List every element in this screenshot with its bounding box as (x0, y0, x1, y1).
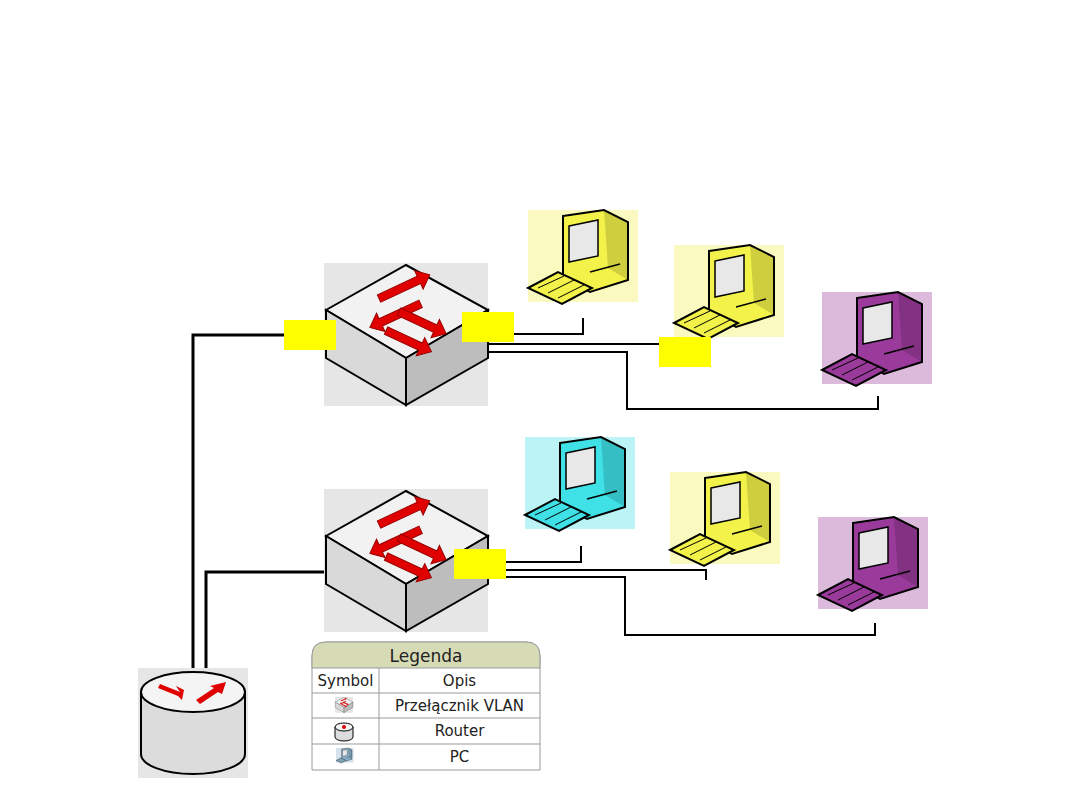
legend-entry: Router (379, 718, 540, 744)
table-header-cell-text: Symbol (318, 672, 374, 690)
legend-entry-text: PC (450, 748, 470, 766)
port-tag (659, 337, 711, 367)
legend-pc-icon (336, 748, 354, 763)
table-header-cell-text: Opis (443, 672, 476, 690)
legend-router-icon (335, 723, 353, 741)
wire (193, 335, 324, 670)
legend-entry-text: Przełącznik VLAN (395, 697, 524, 715)
table-header-cell: Opis (379, 668, 540, 693)
legend-table (312, 642, 540, 770)
legend-entry: Przełącznik VLAN (379, 693, 540, 718)
legend-entry: PC (379, 744, 540, 770)
table-header-cell: Symbol (312, 668, 379, 693)
legend-switch-icon (335, 697, 353, 713)
legend-entry-text: Router (435, 722, 485, 740)
router-symbol (138, 668, 248, 778)
port-tag (284, 312, 514, 579)
legend-heading-text: Legenda (390, 646, 463, 666)
legend-heading: Legenda (312, 643, 540, 668)
